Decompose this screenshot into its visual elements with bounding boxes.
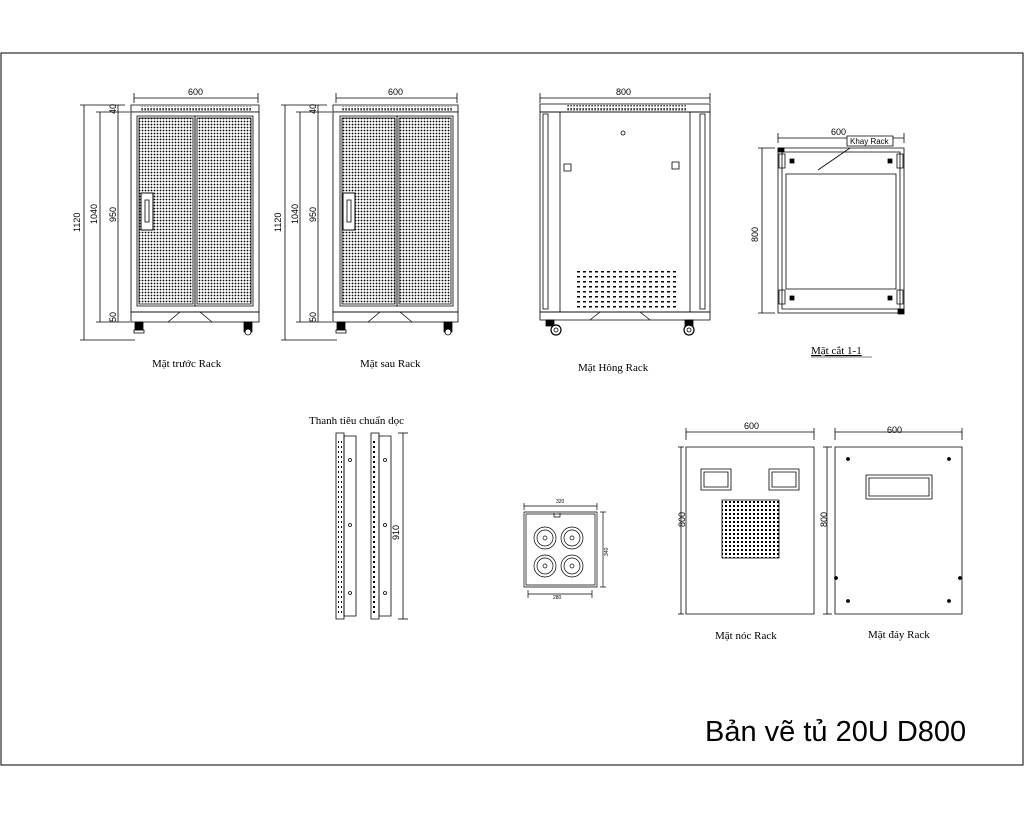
bottom-depth-dim: 800 (819, 512, 829, 527)
back-view-label: Mặt sau Rack (360, 358, 421, 370)
fan-unit (524, 503, 606, 598)
front-door-height-dim: 950 (108, 207, 118, 222)
section-view-label: Mặt cắt 1-1 (811, 345, 862, 357)
vertical-rails (336, 433, 408, 619)
side-vent-grid (566, 105, 686, 308)
section-width-dim: 600 (831, 127, 846, 137)
front-total-height-dim: 1120 (72, 213, 82, 232)
front-width-dim: 600 (188, 87, 203, 97)
back-top-gap-dim: 40 (308, 104, 318, 114)
top-vent-grid (722, 500, 779, 558)
fan-icon (534, 527, 583, 577)
front-top-gap-dim: 40 (108, 104, 118, 114)
side-view-label: Mặt Hông Rack (578, 362, 649, 374)
back-door-height-dim: 950 (308, 207, 318, 222)
sheet-border (1, 53, 1023, 765)
rail-holes (338, 438, 377, 616)
back-body-height-dim: 1040 (290, 204, 300, 224)
top-view (678, 428, 814, 614)
top-view-label: Mặt nóc Rack (715, 630, 777, 642)
section-tray-label: Khay Rack (850, 137, 890, 146)
front-body-height-dim: 1040 (89, 204, 99, 224)
top-depth-dim: 800 (677, 512, 687, 527)
fan-top-dim: 320 (556, 499, 565, 505)
section-depth-dim: 800 (750, 227, 760, 242)
bottom-view (823, 428, 962, 614)
back-view (281, 93, 458, 340)
front-view-label: Mặt trước Rack (152, 358, 222, 370)
rail-label: Thanh tiêu chuẩn dọc (309, 415, 404, 427)
bottom-view-label: Mặt đáy Rack (868, 629, 930, 641)
front-bottom-gap-dim: 50 (108, 312, 118, 322)
top-width-dim: 600 (744, 421, 759, 431)
back-width-dim: 600 (388, 87, 403, 97)
rail-height-dim: 910 (391, 525, 401, 540)
section-view (758, 133, 904, 314)
drawing-title: Bản vẽ tủ 20U D800 (705, 716, 967, 748)
front-view (80, 93, 259, 340)
fan-side-dim: 340 (604, 547, 610, 556)
fan-bottom-dim: 280 (553, 595, 562, 601)
back-top-vent (342, 106, 452, 111)
back-total-height-dim: 1120 (273, 213, 283, 232)
back-bottom-gap-dim: 50 (308, 312, 318, 322)
side-view (540, 93, 710, 335)
side-depth-dim: 800 (616, 87, 631, 97)
bottom-width-dim: 600 (887, 425, 902, 435)
front-top-vent (140, 106, 252, 111)
